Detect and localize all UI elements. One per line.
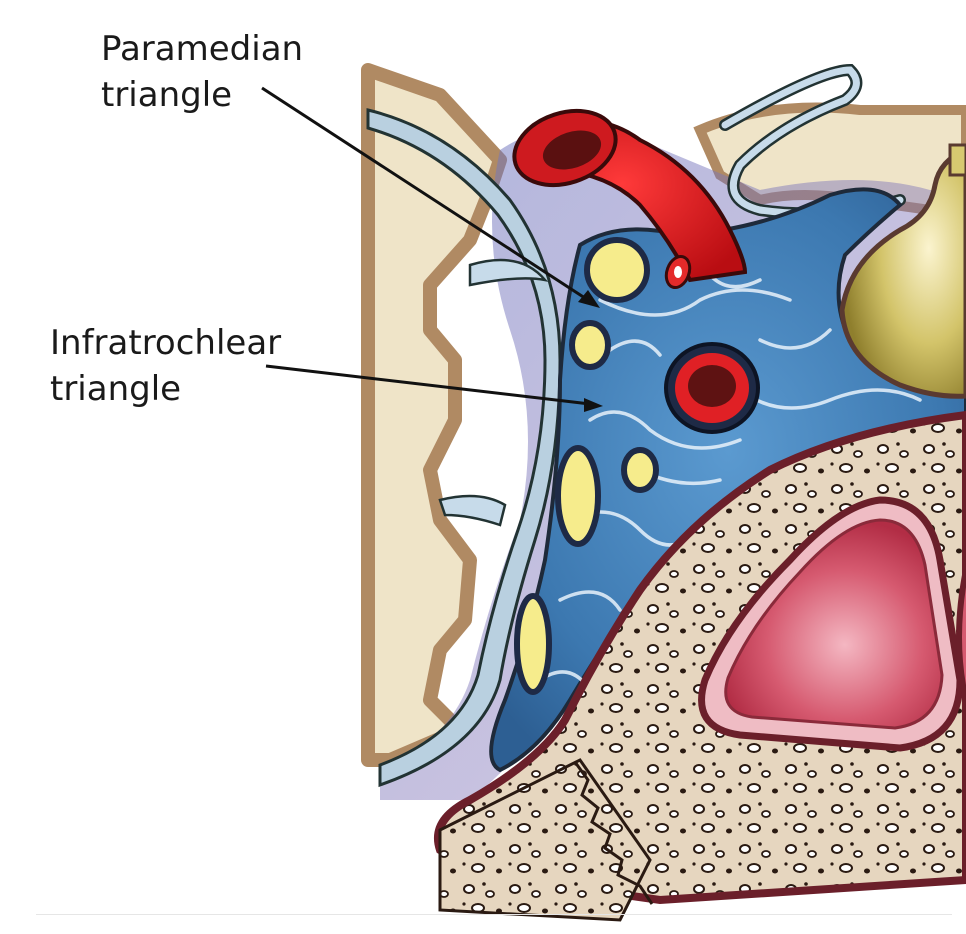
infratrochlear-label-line1: Infratrochlear	[50, 323, 282, 363]
paramedian-label-line2: triangle	[101, 75, 233, 115]
dural-fold	[468, 258, 549, 287]
second-sinus-edge	[956, 569, 966, 701]
infratrochlear-label-line2: triangle	[50, 369, 182, 409]
infratrochlear-arrow-line	[265, 364, 591, 406]
pituitary-stalk	[948, 143, 966, 177]
lower-bone-block	[438, 758, 652, 922]
suture-line	[573, 761, 654, 905]
paramedian-arrowhead	[578, 290, 600, 308]
bottom-divider	[36, 914, 952, 915]
nerve-trochlear	[569, 320, 611, 370]
nerve-maxillary	[514, 593, 552, 695]
nerve-ophthalmic	[555, 445, 601, 547]
pituitary-gland	[839, 147, 966, 399]
small-artery-branch-lumen	[674, 266, 682, 278]
dural-fold-lower	[438, 494, 507, 527]
sphenoid-sinus-inner	[724, 518, 944, 730]
artery-lumen-inner	[542, 130, 602, 170]
paramedian-triangle-label: Paramedian triangle	[101, 26, 303, 118]
cranial-nerves	[514, 237, 659, 695]
nerve-oculomotor	[584, 237, 650, 303]
carotid-cross-section-lumen	[688, 365, 736, 407]
infratrochlear-arrowhead	[584, 398, 603, 412]
label-arrows	[261, 86, 603, 412]
nerve-abducens	[621, 447, 659, 493]
infratrochlear-triangle-label: Infratrochlear triangle	[50, 320, 281, 412]
dura-membrane	[366, 108, 562, 788]
paramedian-arrow-line	[261, 86, 589, 302]
paramedian-label-line1: Paramedian	[101, 29, 304, 69]
